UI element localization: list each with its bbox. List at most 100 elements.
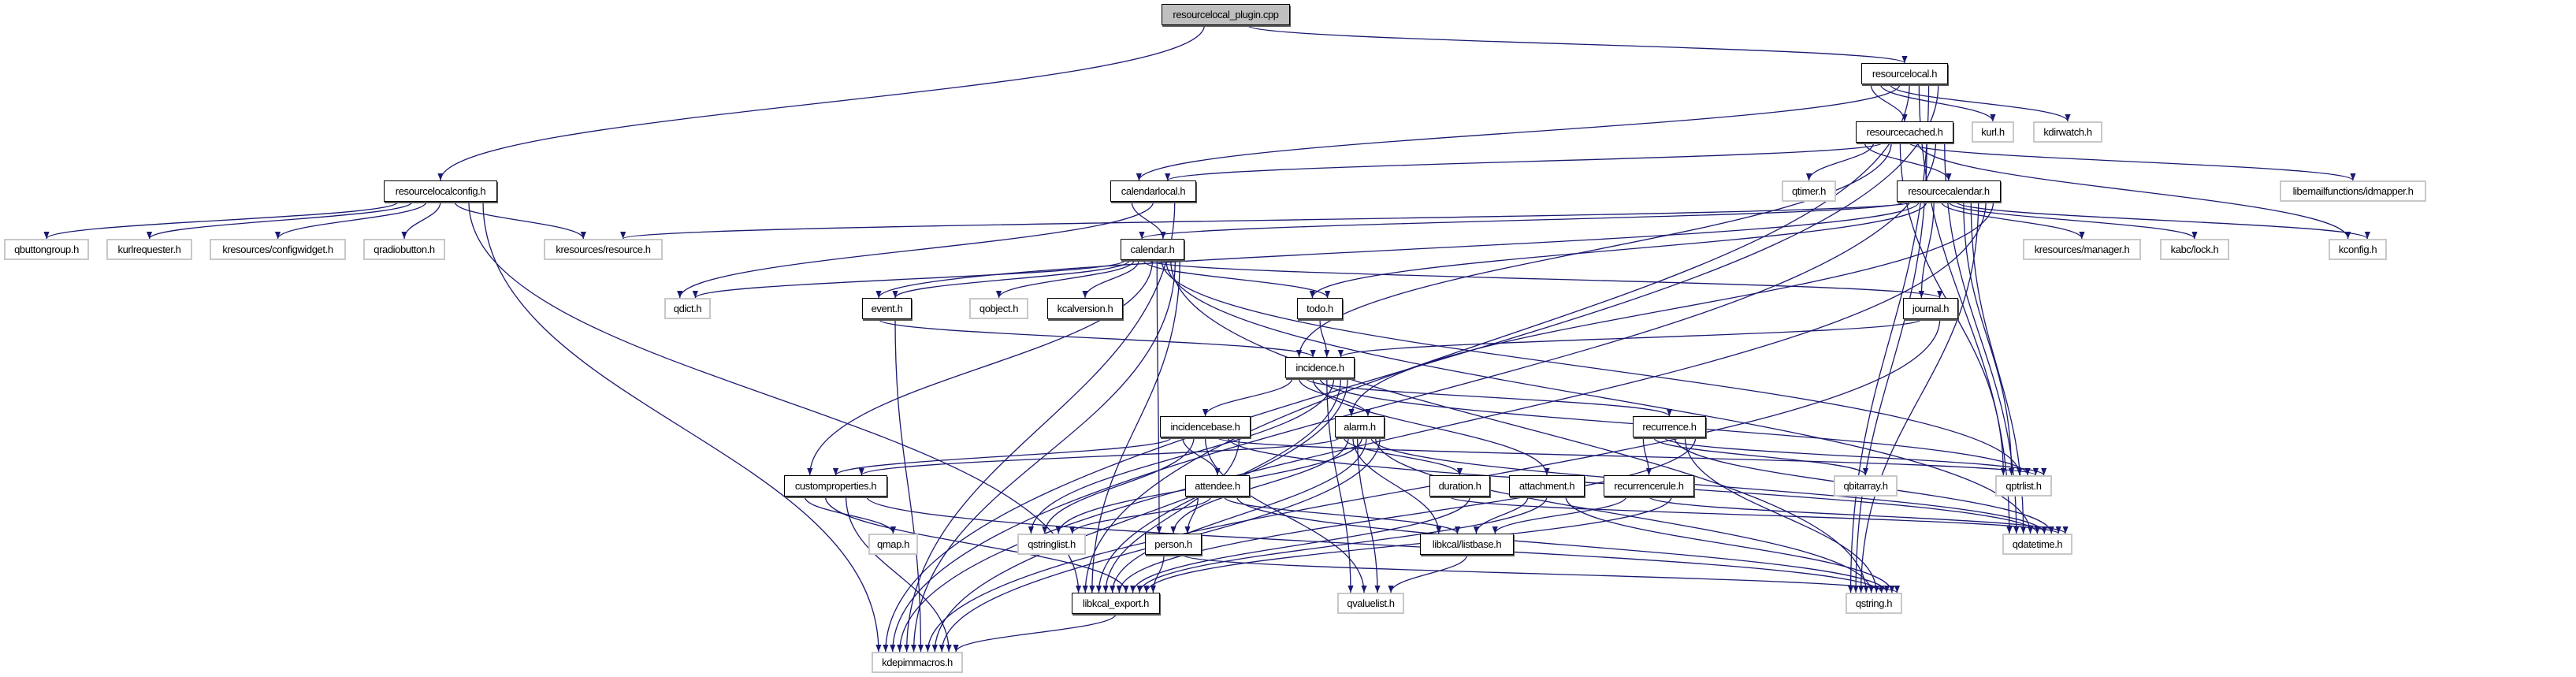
node-label: qradiobutton.h [374,244,435,255]
node-kurl: kurl.h [1972,121,2014,143]
edge-resourcelocalconfig-to-kdepimmacros [482,201,882,653]
edge-recurrencerule-to-libkcal_export [1143,496,1672,593]
node-alarm[interactable]: alarm.h [1335,416,1385,437]
edge-resourcecalendar-to-manager [1940,201,2085,240]
node-todo[interactable]: todo.h [1297,298,1343,319]
edge-calendar-to-libkcal_export [1089,259,1180,593]
node-recurrencerule[interactable]: recurrencerule.h [1604,475,1694,497]
edge-alarm-to-duration [1343,437,1463,476]
node-qdatetime: qdatetime.h [2002,534,2072,555]
edge-resourcecalendar-to-event [875,201,1920,299]
edge-incidencebase-to-attendee [1182,437,1221,476]
edge-resourcelocal-to-kdirwatch [1890,84,2071,122]
node-label: resourcecached.h [1866,126,1943,138]
edge-calendar-to-journal [1147,259,1942,299]
edge-plugin-to-resourcelocalconfig [437,24,1205,181]
node-label: person.h [1154,538,1192,550]
edge-incidencebase-to-customproperties [833,437,1173,476]
edge-resourcecalendar-to-kdepimmacros [897,201,1987,653]
node-person[interactable]: person.h [1145,534,1202,555]
node-resource: kresources/resource.h [544,239,663,260]
edge-customproperties-to-libkcal_export [824,496,1129,593]
edge-attendee-to-qstring [1236,496,1890,593]
edge-incidence-to-attachment [1312,378,1550,476]
edge-calendar-to-event [892,259,1131,299]
edge-resourcecalendar-to-kconfig [1955,201,2370,240]
node-calendarlocal[interactable]: calendarlocal.h [1110,180,1196,202]
edge-calendar-to-person [1156,259,1162,534]
node-qtimer: qtimer.h [1782,180,1836,202]
node-resourcecalendar[interactable]: resourcecalendar.h [1897,180,2001,202]
edge-resourcecached-to-qstring [1853,142,1927,593]
node-recurrence[interactable]: recurrence.h [1633,416,1706,437]
edge-resourcecalendar-to-qptrlist [1963,201,2015,476]
edge-alarm-to-qvaluelist [1356,437,1381,593]
edge-resourcelocalconfig-to-configwidget [274,201,427,240]
node-qstring: qstring.h [1846,593,1902,614]
node-label: kresources/configwidget.h [222,244,333,255]
edge-alarm-to-customproperties [858,437,1340,476]
node-label: qtimer.h [1791,185,1827,197]
edge-calendarlocal-to-qdict [677,201,1154,299]
node-resourcecached[interactable]: resourcecached.h [1856,121,1953,143]
node-kcalversion[interactable]: kcalversion.h [1047,298,1123,319]
edge-calendar-to-qdict [692,259,1126,299]
edge-resourcecalendar-to-journal [1918,201,1935,299]
node-label: attendee.h [1195,480,1240,492]
edge-resourcecalendar-to-resource [620,201,1912,240]
edge-recurrence-to-recurrencerule [1642,437,1652,476]
node-resourcelocal[interactable]: resourcelocal.h [1861,63,1948,84]
node-customproperties[interactable]: customproperties.h [784,475,887,497]
node-label: kdirwatch.h [2043,126,2092,138]
edge-recurrencerule-to-qdatetime [1648,496,2069,534]
node-kdirwatch: kdirwatch.h [2033,121,2102,143]
edge-incidence-to-incidencebase [1202,378,1293,417]
node-attachment[interactable]: attachment.h [1509,475,1585,497]
edge-resourcecalendar-to-qstring [1858,201,1979,593]
edge-customproperties-to-qstring [866,496,1885,593]
node-resourcelocalconfig[interactable]: resourcelocalconfig.h [384,180,497,202]
edge-person-to-libkcal_export [1150,554,1165,593]
node-plugin[interactable]: resourcelocal_plugin.cpp [1162,4,1290,25]
node-libkcal_export[interactable]: libkcal_export.h [1072,593,1160,614]
node-lock: kabc/lock.h [2160,239,2229,260]
edge-libkcal_export-to-kdepimmacros [953,613,1117,653]
node-incidence[interactable]: incidence.h [1285,357,1355,378]
edge-recurrence-to-libkcal_export [1116,437,1697,593]
edge-calendar-to-kdepimmacros [910,259,1176,653]
node-journal[interactable]: journal.h [1903,298,1958,319]
node-qdict: qdict.h [664,298,711,319]
edge-resourcecached-to-incidence [1296,142,1892,358]
node-qbitarray: qbitarray.h [1834,475,1898,497]
edge-incidencebase-to-libkcal_export [1102,437,1240,593]
edge-calendar-to-qstring [1169,259,1869,593]
node-label: kurlrequester.h [117,244,181,255]
edge-calendar-to-kcalversion [1082,259,1139,299]
node-calendar[interactable]: calendar.h [1121,239,1184,260]
node-qvaluelist: qvaluelist.h [1337,593,1404,614]
edge-resourcelocal-to-calendarlocal [1136,84,1901,181]
node-label: kresources/manager.h [2034,244,2130,255]
node-incidencebase[interactable]: incidencebase.h [1160,416,1251,437]
edge-resourcelocal-to-resourcecached [1870,84,1908,122]
node-event[interactable]: event.h [862,298,912,319]
node-duration[interactable]: duration.h [1429,475,1490,497]
node-label: resourcelocal_plugin.cpp [1173,9,1279,20]
node-label: event.h [871,303,903,314]
node-label: libkcal_export.h [1083,597,1149,609]
node-label: calendar.h [1130,244,1175,255]
node-label: attachment.h [1518,480,1575,492]
edge-person-to-qstring [1182,554,1900,593]
edge-resourcecached-to-qtimer [1805,142,1875,181]
node-listbase[interactable]: libkcal/listbase.h [1420,534,1514,555]
edge-resourcecached-to-kdepimmacros [890,142,1937,653]
edge-resourcelocalconfig-to-kurlrequester [147,201,413,240]
node-label: kabc/lock.h [2170,244,2219,255]
node-qbuttongroup: qbuttongroup.h [4,239,89,260]
edge-todo-to-incidence [1319,318,1330,358]
edge-attendee-to-listbase [1223,496,1461,534]
node-manager: kresources/manager.h [2023,239,2141,260]
node-attendee[interactable]: attendee.h [1185,475,1250,497]
